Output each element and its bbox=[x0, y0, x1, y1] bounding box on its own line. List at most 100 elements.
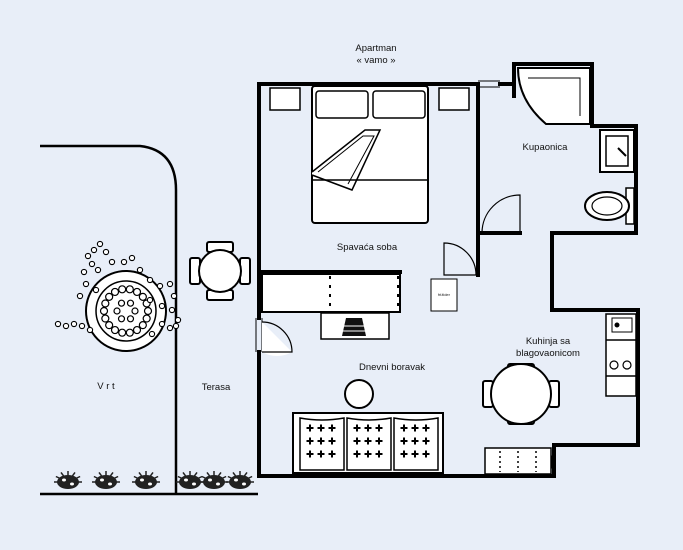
sofa-cross bbox=[411, 450, 419, 458]
flower bbox=[156, 282, 164, 290]
label-bedroom: Spavaća soba bbox=[337, 242, 398, 253]
flower bbox=[125, 328, 134, 337]
garden-flowers bbox=[54, 240, 182, 338]
flower bbox=[54, 320, 62, 328]
sofa-cross bbox=[306, 424, 314, 432]
garden-boundary bbox=[40, 144, 178, 494]
flower bbox=[126, 315, 135, 323]
flower bbox=[132, 325, 142, 335]
sofa-cross bbox=[317, 450, 325, 458]
sofa-cross bbox=[411, 437, 419, 445]
sofa-cross bbox=[353, 450, 361, 458]
flower bbox=[94, 266, 102, 274]
flower bbox=[102, 248, 110, 256]
sofa-cross bbox=[400, 450, 408, 458]
sofa-cross bbox=[411, 424, 419, 432]
terrace-table bbox=[189, 241, 251, 301]
garden-tree bbox=[85, 270, 167, 352]
sofa-cross bbox=[306, 437, 314, 445]
kitchen-bench bbox=[484, 447, 556, 475]
flower bbox=[117, 299, 126, 307]
flower bbox=[105, 321, 114, 330]
pillow-left bbox=[315, 90, 369, 119]
doors bbox=[261, 194, 521, 357]
sofa-cross bbox=[400, 424, 408, 432]
flower bbox=[105, 292, 114, 301]
apartment-title: Apartman bbox=[355, 43, 396, 54]
flower bbox=[138, 321, 147, 330]
flower bbox=[80, 268, 88, 276]
shrub bbox=[92, 471, 120, 489]
flower bbox=[90, 246, 98, 254]
sofa-cross bbox=[375, 424, 383, 432]
nightstand-right bbox=[438, 87, 470, 111]
flower bbox=[166, 324, 174, 332]
flower bbox=[131, 307, 139, 315]
flower bbox=[158, 302, 166, 310]
coffee-table bbox=[344, 379, 374, 409]
flower bbox=[125, 285, 134, 294]
sofa-cross bbox=[422, 424, 430, 432]
garden-shrubs bbox=[54, 471, 254, 489]
flower bbox=[128, 254, 136, 262]
blanket-fold bbox=[311, 129, 382, 191]
flower bbox=[126, 299, 135, 307]
shrub bbox=[54, 471, 82, 489]
sofa-cross bbox=[317, 424, 325, 432]
sofa-cross bbox=[364, 450, 372, 458]
flower bbox=[166, 280, 174, 288]
tv-stand bbox=[320, 312, 390, 340]
bathroom-furniture bbox=[516, 67, 635, 225]
shower bbox=[516, 67, 591, 125]
bedroom-door bbox=[443, 242, 477, 276]
sofa-cross bbox=[306, 450, 314, 458]
flower bbox=[82, 280, 90, 288]
sofa-cross bbox=[364, 424, 372, 432]
label-kitchen-2: blagovaonicom bbox=[516, 348, 580, 359]
sofa-cross bbox=[328, 437, 336, 445]
shrub bbox=[200, 471, 228, 489]
flower bbox=[84, 252, 92, 260]
flower bbox=[110, 287, 120, 297]
flower bbox=[148, 330, 156, 338]
flower bbox=[118, 285, 127, 294]
flower bbox=[146, 276, 154, 284]
sofa-cross bbox=[375, 450, 383, 458]
walls bbox=[257, 62, 640, 478]
flower bbox=[168, 306, 176, 314]
flower bbox=[86, 326, 94, 334]
label-garden: V r t bbox=[97, 381, 115, 392]
flower bbox=[158, 320, 166, 328]
sofa-cross bbox=[422, 437, 430, 445]
wardrobe bbox=[261, 273, 401, 313]
sofa-cross bbox=[422, 450, 430, 458]
flower bbox=[113, 307, 121, 315]
flower bbox=[70, 320, 78, 328]
shrub bbox=[176, 471, 204, 489]
flower bbox=[88, 260, 96, 268]
fridge-label: frižider bbox=[438, 292, 451, 297]
pillow-right bbox=[372, 90, 426, 119]
shrub bbox=[226, 471, 254, 489]
flower bbox=[92, 286, 100, 294]
sofa-cross bbox=[328, 450, 336, 458]
flower bbox=[143, 306, 153, 316]
apartment-subtitle: « vamo » bbox=[356, 55, 395, 66]
dining-table bbox=[482, 363, 560, 425]
flower bbox=[146, 296, 154, 304]
flower bbox=[138, 292, 147, 301]
flower bbox=[174, 316, 182, 324]
kitchen-counter bbox=[605, 313, 637, 397]
flower bbox=[101, 299, 110, 308]
flower bbox=[108, 258, 116, 266]
flower bbox=[120, 258, 128, 266]
flower bbox=[172, 322, 180, 330]
flower bbox=[142, 314, 151, 323]
label-living: Dnevni boravak bbox=[359, 362, 425, 373]
shrub bbox=[132, 471, 160, 489]
flower bbox=[101, 314, 110, 323]
flower bbox=[99, 306, 109, 316]
flower bbox=[117, 315, 126, 323]
flower bbox=[118, 328, 127, 337]
flower bbox=[170, 292, 178, 300]
